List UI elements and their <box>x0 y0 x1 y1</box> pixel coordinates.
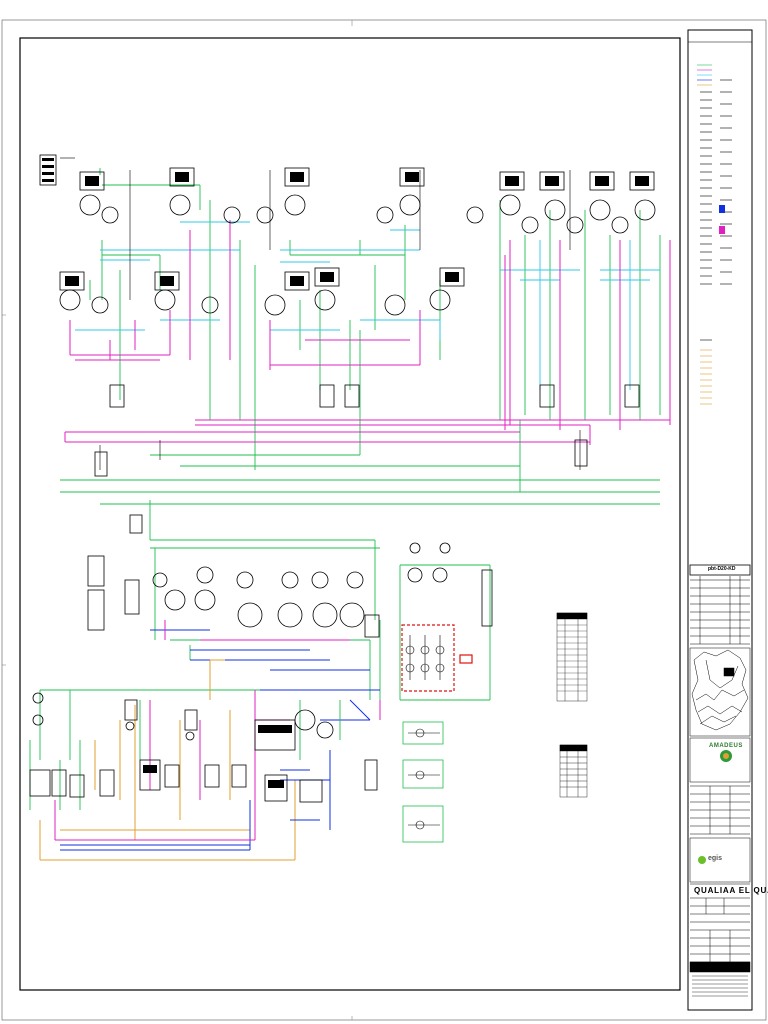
middle-blue-pipes <box>150 629 380 721</box>
project-table <box>689 883 751 973</box>
upper-dark-fills <box>42 158 649 286</box>
lower-orange-pipes <box>39 659 296 861</box>
revision-table <box>689 564 751 645</box>
upper-black-lines <box>60 157 581 470</box>
project-name: QUALIAA EL QUAOAR <box>694 886 768 895</box>
info-table <box>690 785 750 835</box>
site-map <box>689 647 751 737</box>
data-table-2 <box>559 744 588 798</box>
middle-equipment <box>87 514 493 638</box>
upper-equipment <box>39 154 656 477</box>
client-logo-text: AMADEUS <box>709 743 743 749</box>
legend <box>688 41 752 405</box>
lower-blue-pipes <box>60 750 331 851</box>
drawing-frame <box>19 37 681 991</box>
upper-green-pipes <box>60 168 661 540</box>
outer-frame <box>1 19 767 1021</box>
middle-green-pipes <box>39 539 491 760</box>
drawing-code: pbt-D20-KD <box>708 566 736 572</box>
title-block-notes <box>692 975 748 997</box>
title-block-frame <box>687 29 753 1011</box>
lower-magenta-pipes <box>54 690 256 841</box>
client-logo-block <box>689 737 751 783</box>
lower-dark-fills <box>143 725 292 788</box>
lower-equipment <box>29 692 378 803</box>
data-table-1 <box>556 612 588 702</box>
data-table-1-rows <box>557 624 587 692</box>
consultant-logo-icon <box>698 856 706 864</box>
red-dashed-skid <box>401 624 473 692</box>
consultant-logo-block <box>689 837 751 883</box>
small-detail-internals <box>408 728 440 830</box>
small-detail-boxes <box>402 721 444 843</box>
upper-magenta-pipes <box>64 220 671 445</box>
skid-internals <box>405 635 445 680</box>
consultant-logo-text: egis <box>708 855 723 862</box>
